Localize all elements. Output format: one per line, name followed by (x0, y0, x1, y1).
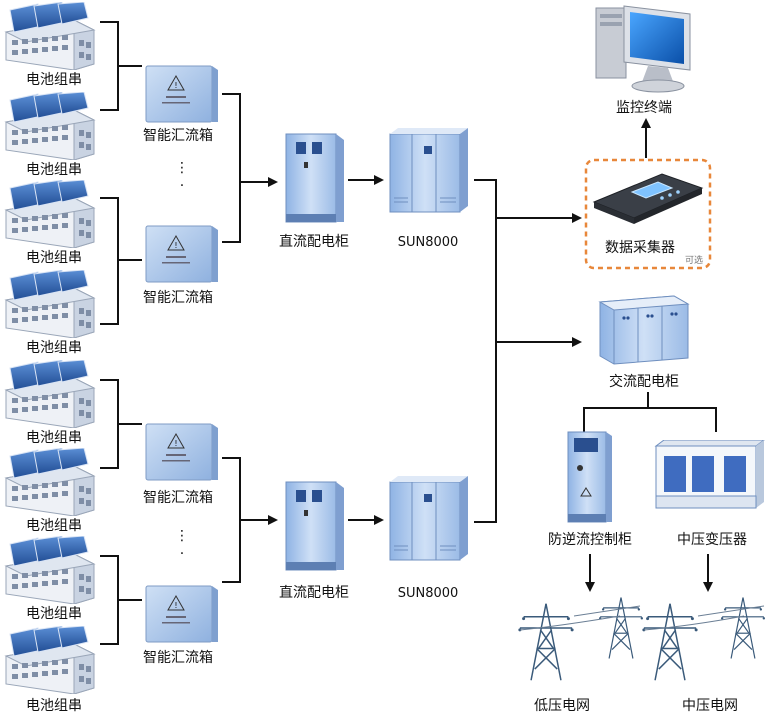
ac-cabinet-label: 交流配电柜 (609, 373, 679, 390)
data-collector-label: 数据采集器 (605, 239, 675, 256)
combiner-box-label: 智能汇流箱 (143, 128, 213, 144)
string-brackets (100, 21, 142, 645)
dc-cabinet-label: 直流配电柜 (279, 233, 349, 250)
transformer-icon (655, 440, 765, 509)
battery-string-7: 电池组串 (5, 536, 95, 622)
dc-cabinet-icon (285, 481, 345, 571)
battery-string-label: 电池组串 (26, 250, 82, 266)
monitor-label: 监控终端 (616, 100, 672, 116)
inverter-1: SUN8000 (389, 128, 469, 250)
mv-grid: 中压电网 (642, 596, 766, 714)
battery-string-label: 电池组串 (26, 162, 82, 178)
combiner-box-2: 智能汇流箱 (143, 225, 219, 306)
battery-string-1: 电池组串 (5, 2, 95, 88)
combiner-box-icon (145, 225, 219, 283)
inverter-label: SUN8000 (398, 586, 459, 601)
battery-string-6: 电池组串 (5, 448, 95, 534)
ellipsis-dots: ⋮ (175, 528, 189, 544)
inverter-icon (389, 476, 469, 561)
dc-cabinet-1: 直流配电柜 (279, 133, 349, 250)
battery-string-8: 电池组串 (5, 626, 95, 714)
ac-cabinet-icon (599, 295, 689, 365)
inverter-2: SUN8000 (389, 476, 469, 601)
computer-monitor-icon (595, 5, 691, 93)
anti-reverse-label: 防逆流控制柜 (548, 532, 632, 548)
solar-building-icon (5, 360, 95, 428)
dc-cabinet-2: 直流配电柜 (279, 481, 349, 601)
battery-string-label: 电池组串 (26, 340, 82, 356)
battery-string-label: 电池组串 (26, 72, 82, 88)
dc-cabinet-icon (285, 133, 345, 223)
combiner-box-icon (145, 65, 219, 123)
lv-grid-label: 低压电网 (534, 698, 590, 714)
inverter-icon (389, 128, 469, 213)
solar-building-icon (5, 270, 95, 338)
mv-grid-label: 中压电网 (682, 698, 738, 714)
combiner-box-4: 智能汇流箱 (143, 585, 219, 666)
data-collector-group: 数据采集器 可选 (584, 158, 712, 270)
battery-string-4: 电池组串 (5, 270, 95, 356)
battery-string-label: 电池组串 (26, 430, 82, 446)
combiner-box-label: 智能汇流箱 (143, 650, 213, 666)
solar-building-icon (5, 180, 95, 248)
battery-string-3: 电池组串 (5, 180, 95, 266)
ellipsis-dots: · (180, 546, 184, 562)
solar-building-icon (5, 626, 95, 694)
ac-cabinet: 交流配电柜 (599, 295, 689, 390)
solar-building-icon (5, 2, 95, 70)
battery-string-5: 电池组串 (5, 360, 95, 446)
inverter-label: SUN8000 (398, 235, 459, 250)
mv-transformer: 中压变压器 (655, 440, 765, 548)
anti-reverse-cabinet: 防逆流控制柜 (548, 431, 632, 548)
combiner-box-1: 智能汇流箱 (143, 65, 219, 144)
solar-building-icon (5, 92, 95, 160)
battery-string-label: 电池组串 (26, 518, 82, 534)
combiner-connectors (222, 93, 276, 583)
dc-cabinet-label: 直流配电柜 (279, 584, 349, 601)
combiner-box-label: 智能汇流箱 (143, 490, 213, 506)
transmission-tower-icon (642, 602, 698, 682)
combiner-box-3: 智能汇流箱 (143, 423, 219, 506)
combiner-box-icon (145, 423, 219, 481)
combiner-box-label: 智能汇流箱 (143, 290, 213, 306)
battery-string-label: 电池组串 (26, 606, 82, 622)
monitor-terminal: 监控终端 (595, 5, 691, 116)
optional-dashed-frame (584, 158, 712, 270)
ac-cabinet-split (583, 392, 717, 432)
lv-grid: 低压电网 (518, 596, 644, 714)
battery-string-2: 电池组串 (5, 92, 95, 178)
solar-building-icon (5, 448, 95, 516)
data-collector-icon (593, 173, 703, 225)
ellipsis-dots: ⋮ (175, 160, 189, 176)
solar-building-icon (5, 536, 95, 604)
mv-transformer-label: 中压变压器 (677, 532, 747, 548)
control-cabinet-icon (567, 431, 613, 523)
inverter-connectors (474, 179, 582, 523)
transmission-tower-icon (518, 602, 574, 682)
combiner-box-icon (145, 585, 219, 643)
battery-string-label: 电池组串 (26, 698, 82, 714)
optional-label: 可选 (685, 254, 703, 266)
ellipsis-dots: · (180, 178, 184, 194)
